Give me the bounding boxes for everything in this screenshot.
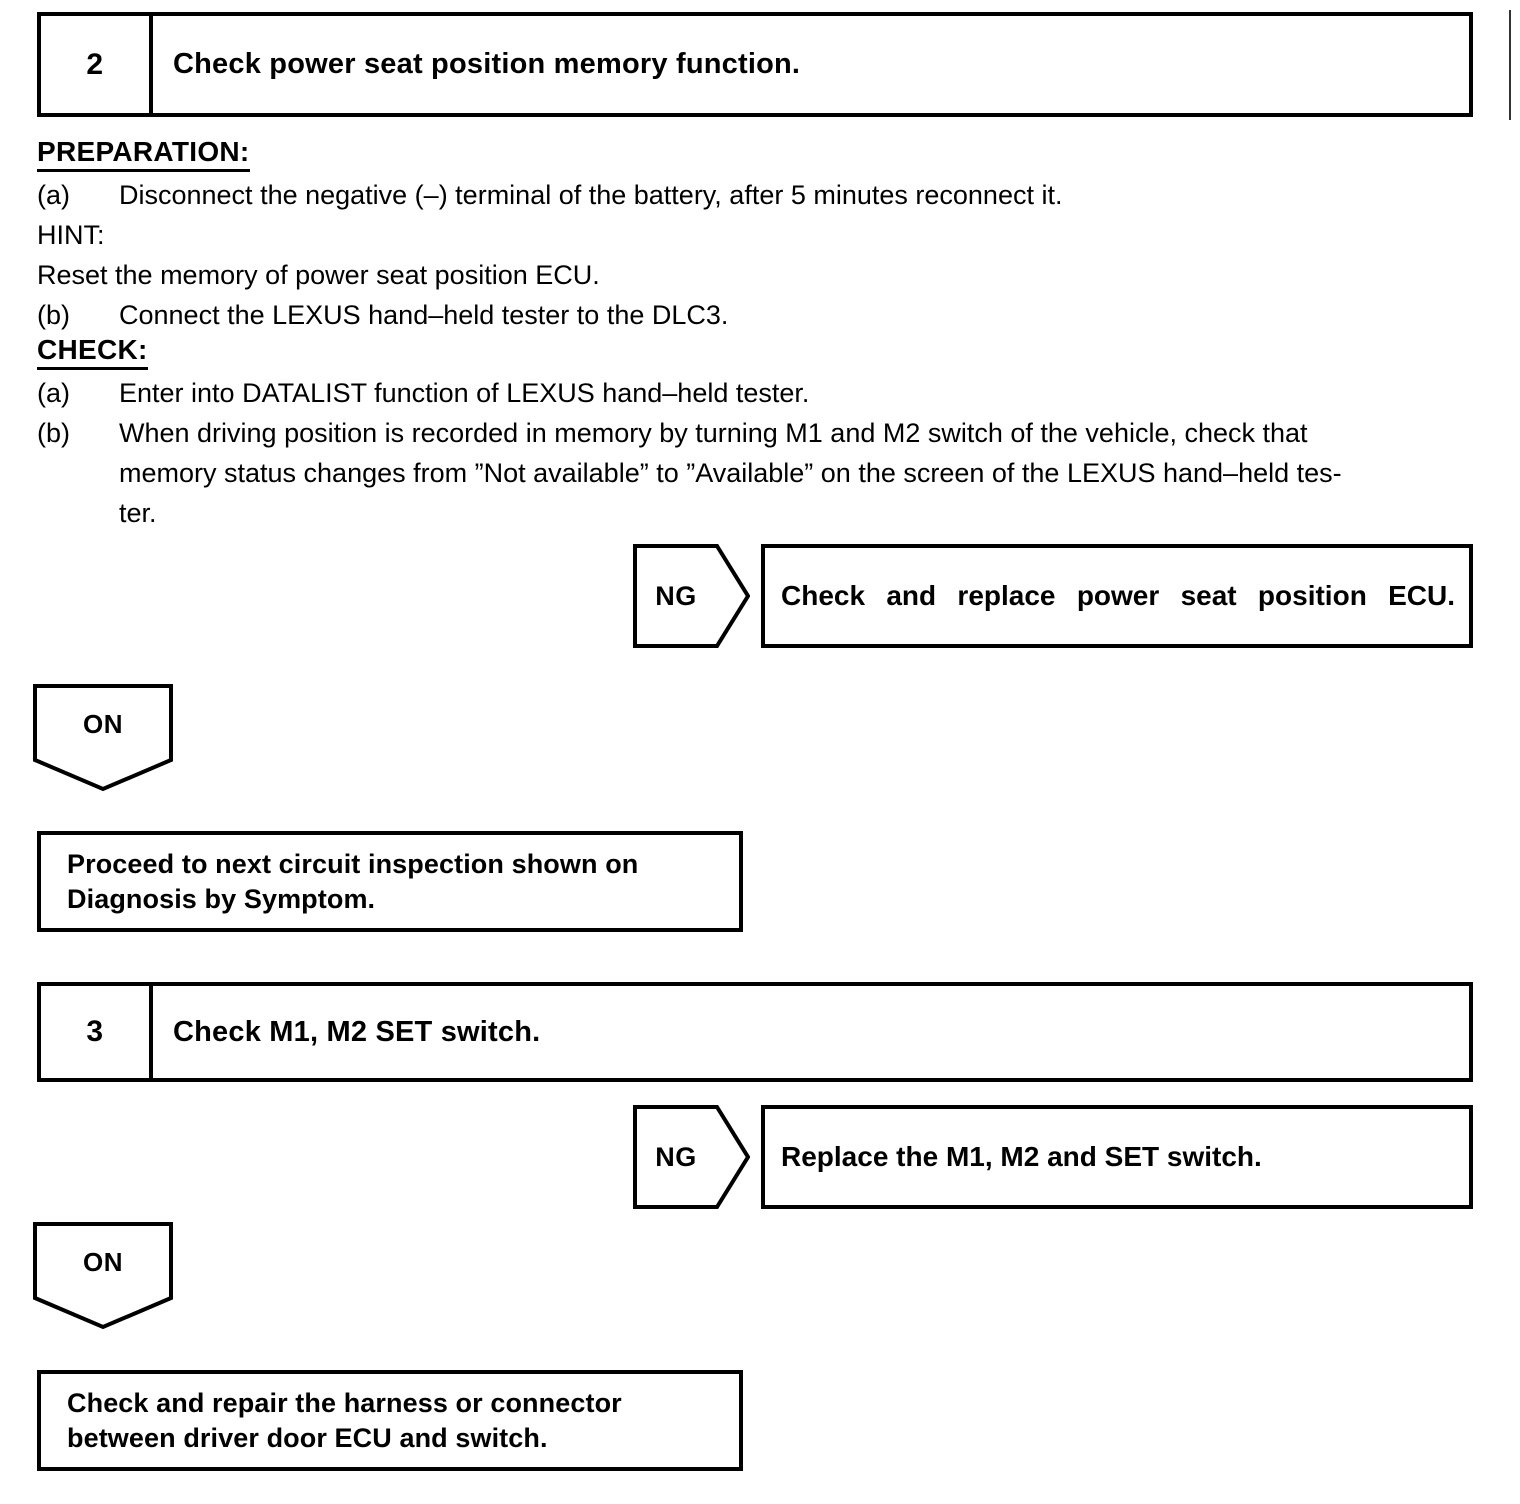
preparation-item-a: (a) Disconnect the negative (–) terminal… bbox=[37, 175, 1477, 215]
preparation-item-a-label: (a) bbox=[37, 180, 70, 210]
check-item-b-label: (b) bbox=[37, 418, 70, 448]
ng-arrow-2-label: NG bbox=[655, 1141, 697, 1172]
on-arrow-shape-2 bbox=[33, 1222, 173, 1330]
step-title: Check power seat position memory functio… bbox=[173, 48, 801, 80]
ng-arrow-shape-2 bbox=[633, 1105, 750, 1209]
ng-result-box-1-text: Check and replace power seat position EC… bbox=[781, 580, 1455, 611]
ng-result-box-2: Replace the M1, M2 and SET switch. bbox=[761, 1105, 1473, 1209]
check-item-b-line3: ter. bbox=[119, 498, 157, 528]
page-edge-rule bbox=[1509, 10, 1511, 120]
ng-arrow-shape-1 bbox=[633, 544, 750, 648]
preparation-item-b-label: (b) bbox=[37, 300, 70, 330]
on-arrow-2-label: ON bbox=[83, 1246, 123, 1277]
on-arrow-2: ON bbox=[33, 1222, 173, 1330]
on-result-box-2-line1: Check and repair the harness or connecto… bbox=[67, 1387, 622, 1418]
on-result-box-1-text: Proceed to next circuit inspection shown… bbox=[41, 847, 652, 917]
preparation-block: PREPARATION: (a) Disconnect the negative… bbox=[37, 132, 1477, 335]
on-arrow-1-label: ON bbox=[83, 708, 123, 739]
check-heading: CHECK: bbox=[37, 333, 148, 370]
hint-label: HINT: bbox=[37, 220, 105, 250]
ng-result-box-2-text: Replace the M1, M2 and SET switch. bbox=[781, 1141, 1262, 1172]
check-item-a-text: Enter into DATALIST function of LEXUS ha… bbox=[119, 378, 810, 408]
step-header-2: 2 Check power seat position memory funct… bbox=[37, 12, 1473, 117]
hint-text: Reset the memory of power seat position … bbox=[37, 260, 600, 290]
check-item-b-line1: When driving position is recorded in mem… bbox=[119, 418, 1308, 448]
preparation-heading: PREPARATION: bbox=[37, 135, 250, 172]
on-result-box-1-line1: Proceed to next circuit inspection shown… bbox=[67, 848, 639, 879]
preparation-item-a-text: Disconnect the negative (–) terminal of … bbox=[119, 180, 1063, 210]
step-header-3: 3 Check M1, M2 SET switch. bbox=[37, 982, 1473, 1082]
step-title: Check M1, M2 SET switch. bbox=[173, 1015, 541, 1048]
check-item-a: (a) Enter into DATALIST function of LEXU… bbox=[37, 373, 1477, 413]
preparation-item-b: (b) Connect the LEXUS hand–held tester t… bbox=[37, 295, 1477, 335]
ng-arrow-1-label: NG bbox=[655, 580, 697, 611]
on-result-box-2-text: Check and repair the harness or connecto… bbox=[41, 1386, 636, 1456]
preparation-item-b-text: Connect the LEXUS hand–held tester to th… bbox=[119, 300, 729, 330]
step-number: 2 bbox=[41, 16, 153, 113]
on-result-box-2: Check and repair the harness or connecto… bbox=[37, 1370, 743, 1471]
check-item-b: (b) When driving position is recorded in… bbox=[37, 413, 1477, 533]
check-block: CHECK: (a) Enter into DATALIST function … bbox=[37, 330, 1477, 533]
ng-result-box-1: Check and replace power seat position EC… bbox=[761, 544, 1473, 648]
check-item-b-line2: memory status changes from ”Not availabl… bbox=[119, 458, 1342, 488]
on-arrow-shape-1 bbox=[33, 684, 173, 792]
on-result-box-2-line2: between driver door ECU and switch. bbox=[67, 1422, 548, 1453]
on-result-box-1: Proceed to next circuit inspection shown… bbox=[37, 831, 743, 932]
check-item-b-text: When driving position is recorded in mem… bbox=[119, 413, 1477, 533]
on-arrow-1: ON bbox=[33, 684, 173, 792]
ng-arrow-1: NG bbox=[633, 544, 750, 648]
step-number: 3 bbox=[41, 986, 153, 1078]
check-item-a-label: (a) bbox=[37, 378, 70, 408]
ng-arrow-2: NG bbox=[633, 1105, 750, 1209]
on-result-box-1-line2: Diagnosis by Symptom. bbox=[67, 883, 376, 914]
